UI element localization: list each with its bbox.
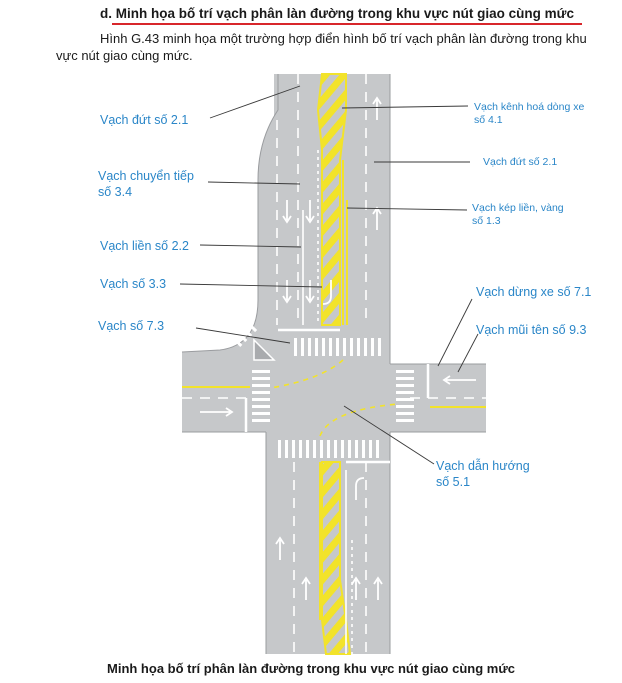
label-vach-dung-xe: Vạch dừng xe số 7.1 (476, 285, 592, 299)
north-channelising-island (316, 73, 347, 326)
label-vach-mui-ten: Vạch mũi tên số 9.3 (476, 323, 587, 337)
north-double-yellow-line (342, 160, 348, 325)
label-vach-chuyen-tiep-line1: Vạch chuyển tiếp (98, 169, 194, 183)
east-west-yellow-lines (182, 386, 486, 408)
lane-arrows (200, 96, 476, 600)
label-vach-73: Vạch số 7.3 (98, 319, 165, 333)
south-lane-lines (293, 462, 367, 654)
leader-lines (179, 85, 479, 465)
intro-paragraph: Hình G.43 minh họa một trường hợp điển h… (56, 31, 587, 63)
section-heading-prefix: d. (100, 6, 112, 21)
label-vach-lien-22: Vạch liền số 2.2 (100, 239, 189, 253)
label-vach-kep: Vạch kép liền, vàng số 1.3 (472, 202, 564, 228)
label-vach-chuyen-tiep-line2: số 3.4 (98, 185, 133, 199)
road-edges (181, 74, 486, 654)
label-vach-dan-huong-line2: số 5.1 (436, 475, 471, 489)
west-crosswalk (252, 370, 270, 422)
north-lane-lines (276, 74, 367, 325)
crosswalks (228, 318, 414, 458)
section-heading-title: Minh họa bố trí vạch phân làn đường tron… (115, 6, 574, 21)
corner-island (253, 338, 276, 361)
section-heading: d. Minh họa bố trí vạch phân làn đường t… (100, 6, 574, 21)
label-vach-kep-line1: Vạch kép liền, vàng (472, 202, 564, 214)
junction-guide-lines (269, 359, 399, 437)
corner-crosswalk (228, 318, 258, 348)
label-vach-kenh-hoa-line2: số 4.1 (474, 114, 503, 126)
south-channelising-island (321, 461, 352, 655)
label-vach-kenh-hoa-line1: Vạch kênh hoá dòng xe (474, 101, 585, 113)
south-crosswalk (278, 440, 379, 458)
label-vach-dan-huong-line1: Vạch dẫn hướng (436, 459, 530, 473)
figure-caption: Minh họa bố trí phân làn đường trong khu… (107, 661, 515, 676)
label-vach-dan-huong: Vạch dẫn hướng số 5.1 (436, 458, 530, 490)
label-vach-kep-line2: số 1.3 (472, 215, 501, 227)
label-vach-dut-21-right: Vạch đứt số 2.1 (483, 156, 558, 168)
label-vach-chuyen-tiep: Vạch chuyển tiếp số 3.4 (98, 168, 194, 200)
label-vach-dut-21-left: Vạch đứt số 2.1 (100, 113, 189, 127)
heading-underline (112, 23, 582, 25)
label-vach-33: Vạch số 3.3 (100, 277, 167, 291)
north-crosswalk (294, 338, 381, 356)
label-vach-kenh-hoa: Vạch kênh hoá dòng xe số 4.1 (474, 101, 584, 127)
stop-lines (244, 328, 430, 464)
east-crosswalk (396, 370, 414, 422)
